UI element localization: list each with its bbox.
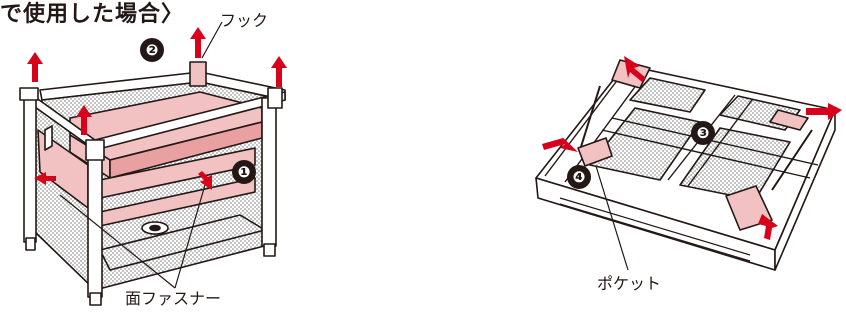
step-4-number: ❹ [573,168,586,186]
step-3-marker: ❸ [691,121,715,145]
hook-label: フック [220,11,268,31]
step-1-marker: ❶ [232,160,256,184]
pocket-label: ポケット [597,274,661,294]
step-1-number: ❶ [238,163,251,181]
step-2-number: ❷ [146,41,159,59]
velcro-label: 面ファスナー [125,289,221,309]
step-3-number: ❸ [697,124,710,142]
step-2-marker: ❷ [140,38,164,62]
step-4-marker: ❹ [567,165,591,189]
